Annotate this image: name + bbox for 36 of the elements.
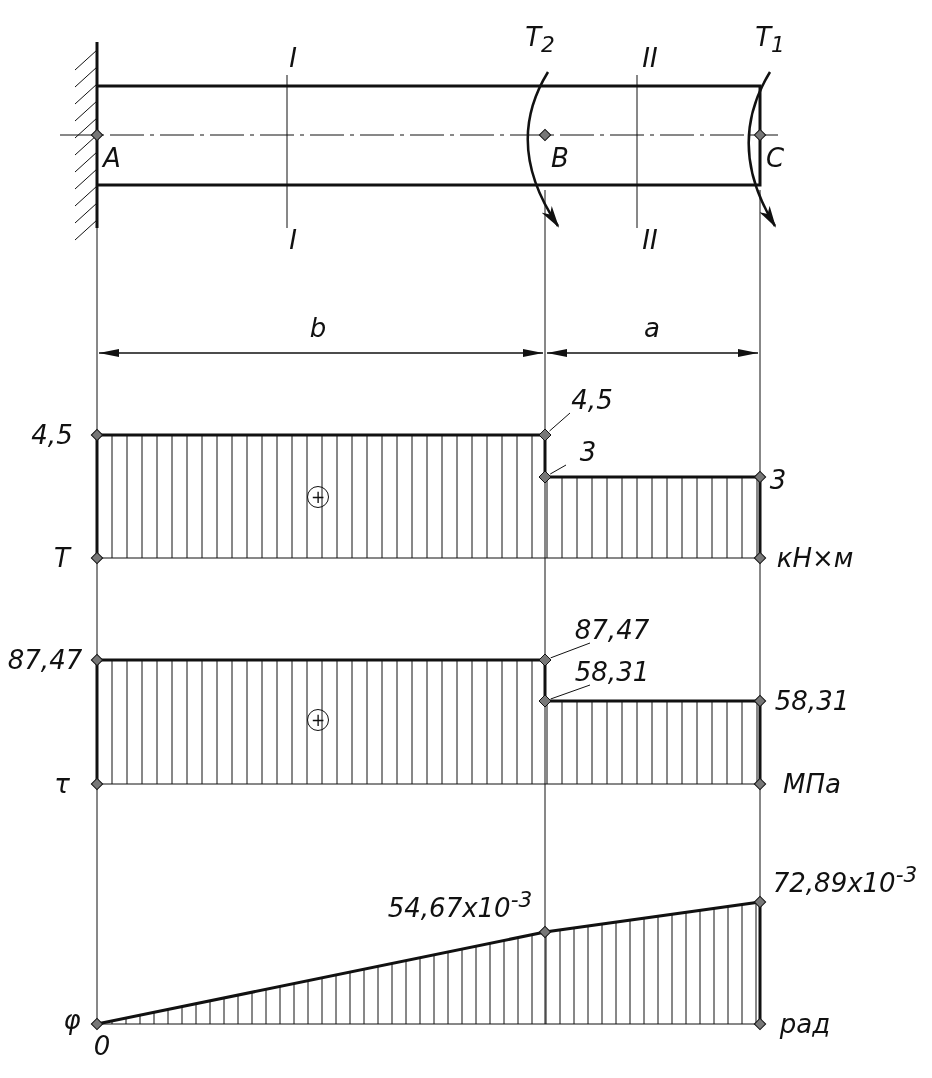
torque-label: T$_{1}$ [755,24,785,56]
section-label: I [289,227,297,253]
value-label: 87,47 [574,617,650,643]
value-label: 3 [769,467,787,493]
section-label: II [642,45,658,71]
point-label: A [103,145,121,171]
value-label: 0 [93,1033,111,1059]
value-label: 54,67x10$^{-3}$ [387,889,533,921]
value-label: 72,89x10$^{-3}$ [772,864,918,896]
section-label: II [642,227,658,253]
leader-line [550,642,591,659]
leader-line [549,412,571,432]
dimension-label: b [309,315,327,341]
value-label: 4,5 [571,387,613,413]
dimension-label: a [644,315,660,341]
axis-symbol: τ [54,771,70,797]
point-label: B [551,145,569,171]
value-label: 58,31 [574,659,650,685]
leader-line [549,464,567,475]
point-marker [538,470,552,484]
unit-label: рад [779,1011,831,1037]
axis-symbol: φ [63,1007,81,1033]
value-label: 58,31 [774,688,850,714]
torque-label: T$_{2}$ [525,24,555,56]
point-label: C [765,145,785,171]
section-label: I [289,45,297,71]
leader-line [550,684,591,700]
point-marker [538,653,552,667]
point-marker [538,428,552,442]
unit-label: кН×м [776,545,854,571]
axis-symbol: T [54,545,70,571]
value-label: 3 [579,439,597,465]
unit-label: МПа [783,771,841,797]
point-marker [538,694,552,708]
value-label: 4,5 [31,422,73,448]
value-label: 87,47 [7,647,83,673]
